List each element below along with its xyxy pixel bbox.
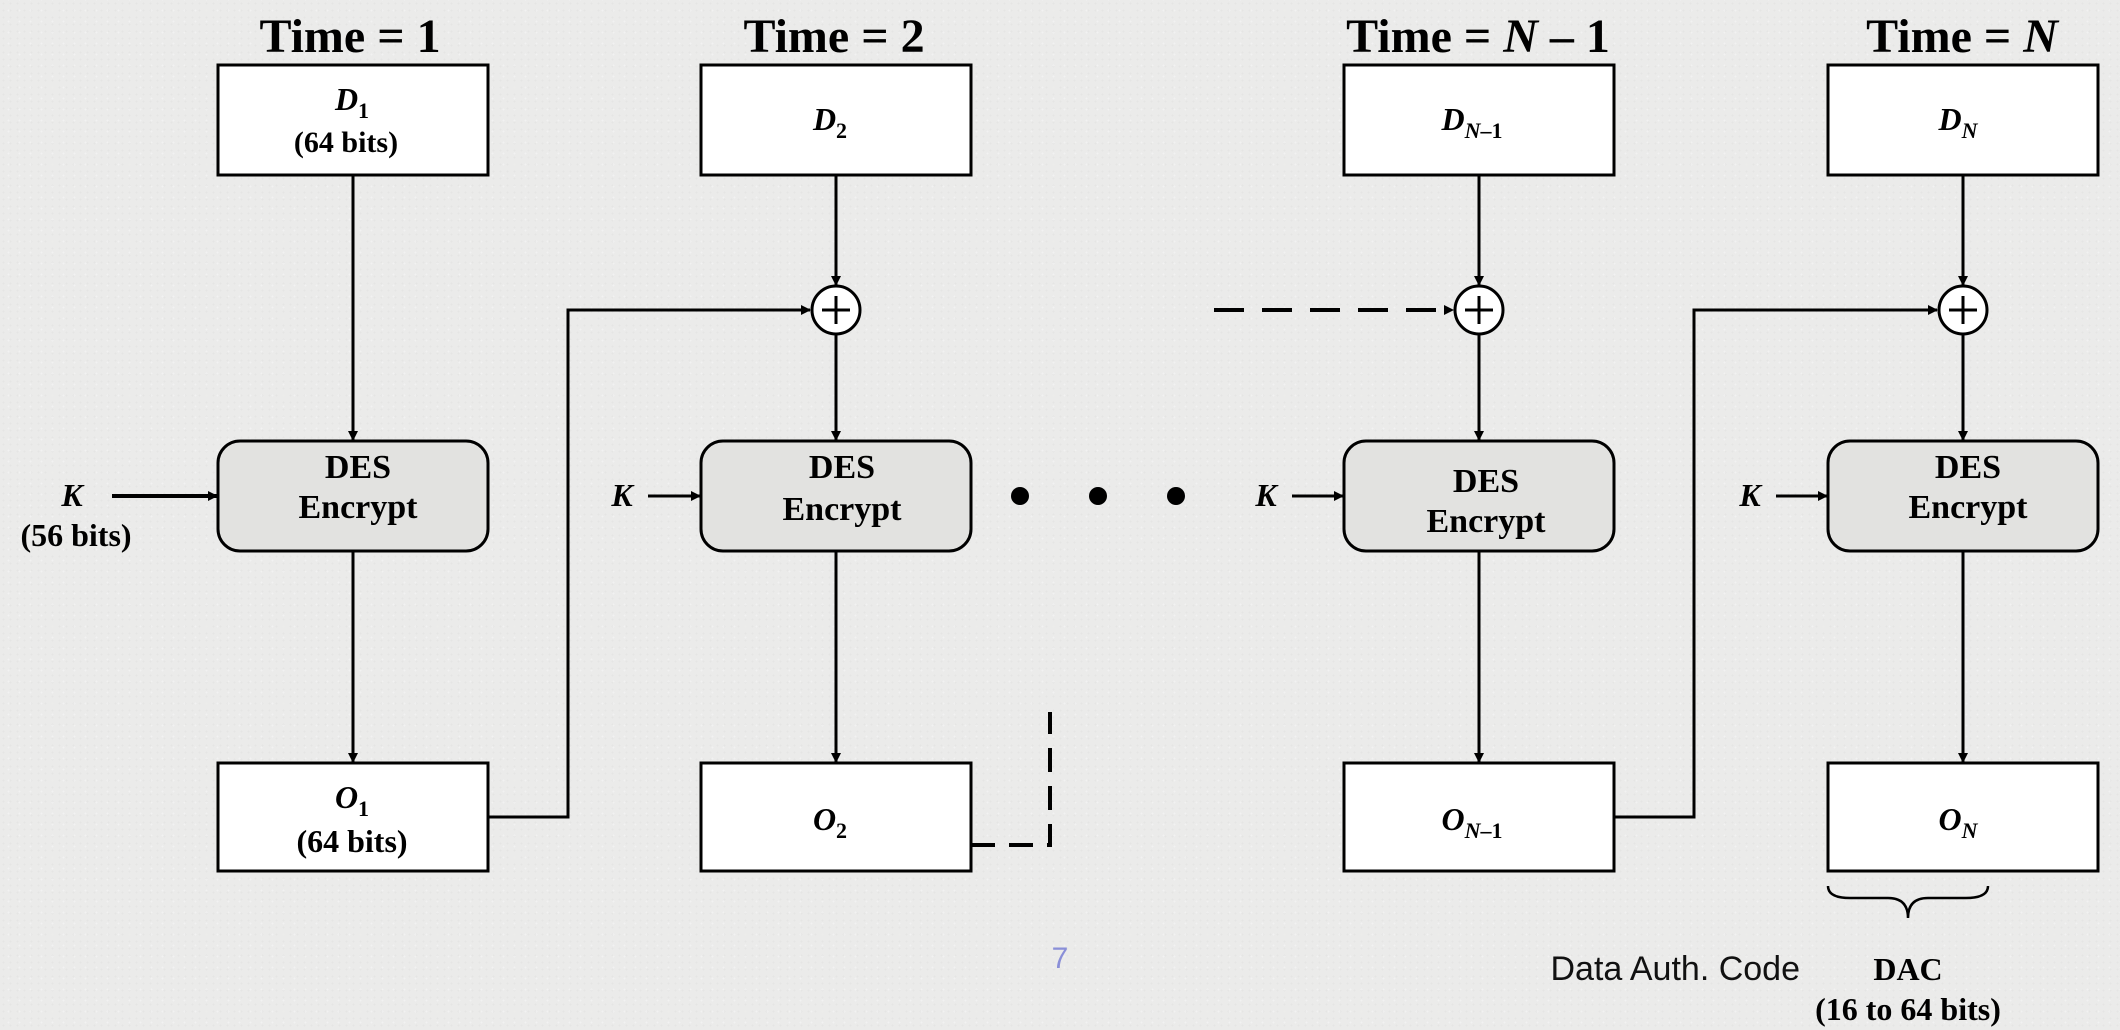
feedback-o2-dashed	[971, 712, 1052, 847]
data-label-1: D1	[334, 81, 369, 123]
encrypt-label-n1b: Encrypt	[1427, 503, 1547, 540]
key-label-1: K	[60, 477, 85, 513]
time-label-2: Time = 2	[743, 10, 924, 63]
output-box-2	[699, 761, 973, 873]
ellipsis-dots	[1011, 487, 1185, 505]
data-label-n: DN	[1938, 101, 1979, 143]
data-label-n-minus-1: DN–1	[1441, 101, 1503, 143]
output-note-1: (64 bits)	[296, 823, 407, 859]
encrypt-label-2b: Encrypt	[783, 491, 903, 528]
time-label-1: Time = 1	[259, 10, 440, 63]
data-box-2	[699, 63, 973, 177]
key-label-n: K	[1738, 477, 1763, 513]
output-box-1	[216, 761, 490, 873]
xor-circle-n	[1937, 284, 1989, 336]
output-label-2: O2	[813, 801, 847, 843]
xor-circle-n-minus-1	[1453, 284, 1505, 336]
key-label-2: K	[610, 477, 635, 513]
data-box-1	[216, 63, 490, 177]
output-box-n	[1826, 761, 2100, 873]
encrypt-label-1b: Encrypt	[299, 489, 419, 526]
data-box-n-minus-1	[1342, 63, 1616, 177]
dac-label: DAC	[1873, 951, 1942, 987]
key-label-n-minus-1: K	[1254, 477, 1279, 513]
time-label-n: Time = N	[1866, 10, 2060, 63]
encrypt-label-nb: Encrypt	[1909, 489, 2029, 526]
encrypt-label-n1a: DES	[1453, 463, 1519, 500]
feedback-o1-to-xor2	[488, 305, 811, 819]
dac-range: (16 to 64 bits)	[1815, 991, 2001, 1027]
xor-circle-2	[810, 284, 862, 336]
encrypt-label-na: DES	[1935, 449, 2001, 486]
encrypt-label-1a: DES	[325, 449, 391, 486]
page-number: 7	[1052, 942, 1069, 975]
key-note-1: (56 bits)	[20, 517, 131, 553]
data-box-n	[1826, 63, 2100, 177]
output-box-n-minus-1	[1342, 761, 1616, 873]
data-note-1: (64 bits)	[294, 126, 398, 159]
encrypt-label-2a: DES	[809, 449, 875, 486]
dac-brace	[1826, 885, 1990, 919]
dac-annotation: Data Auth. Code	[1550, 950, 1800, 988]
time-label-n-minus-1: Time = N – 1	[1346, 10, 1610, 63]
feedback-on1-to-xorn	[1614, 305, 1938, 819]
output-label-1: O1	[335, 779, 369, 821]
output-label-n-minus-1: ON–1	[1442, 801, 1503, 843]
data-label-2: D2	[812, 101, 847, 143]
output-label-n: ON	[1939, 801, 1979, 843]
